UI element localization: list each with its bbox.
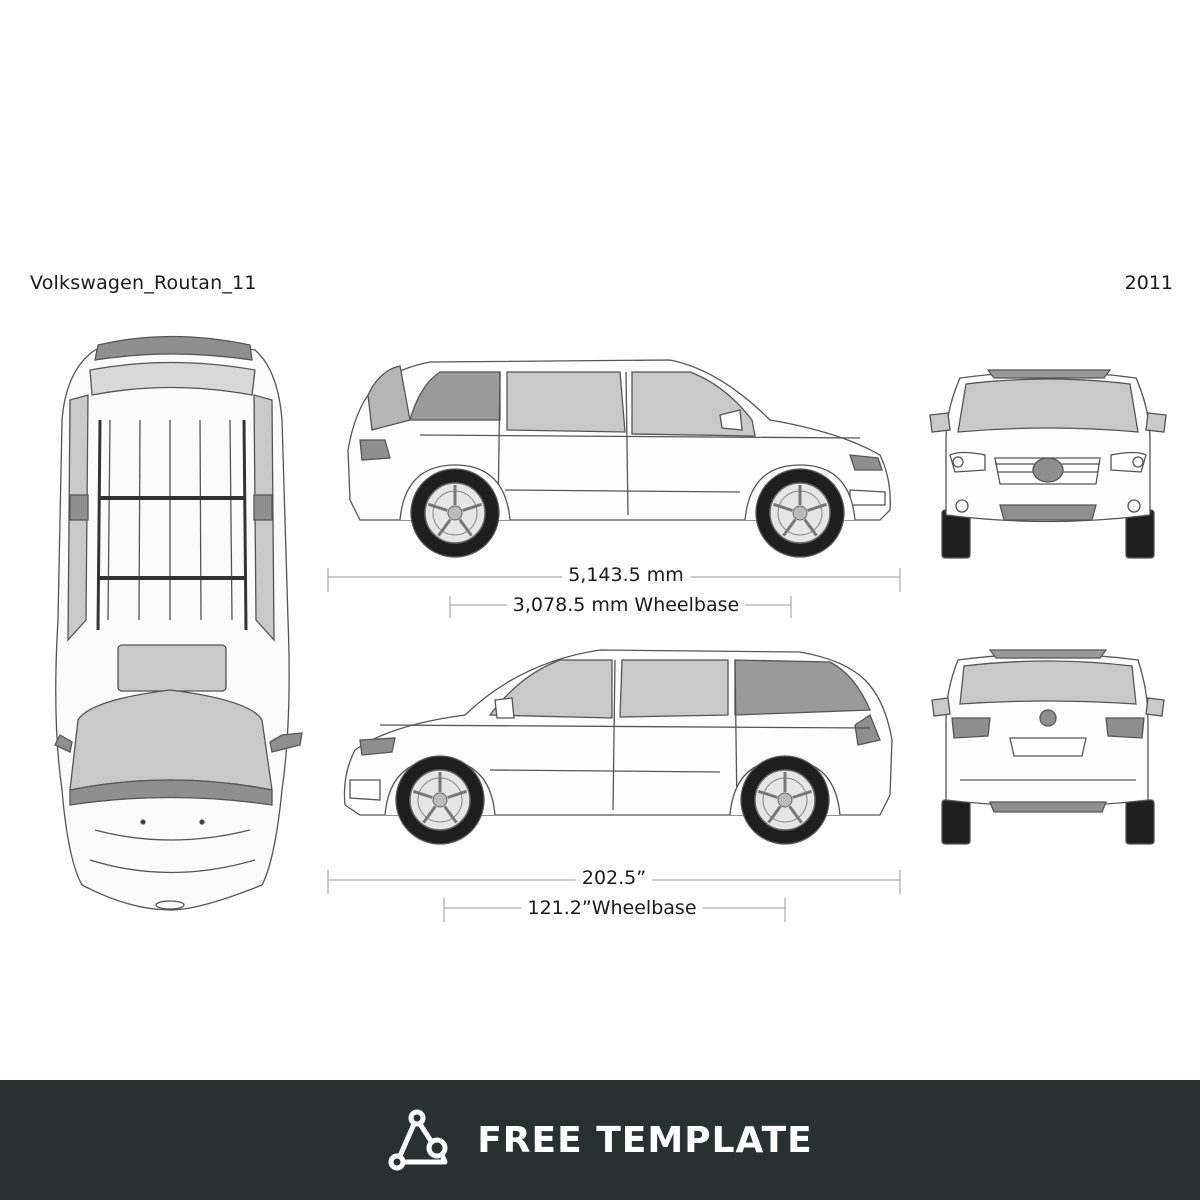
model-name: Volkswagen_Routan_11	[30, 272, 257, 294]
front-view	[929, 369, 1167, 559]
side-view-right	[347, 359, 891, 559]
footer-label: FREE TEMPLATE	[477, 1119, 813, 1161]
side-view-left	[343, 649, 893, 846]
wheelbase-metric-label: 3,078.5 mm Wheelbase	[506, 593, 746, 617]
top-view	[54, 335, 303, 911]
footer-banner: FREE TEMPLATE	[0, 1080, 1200, 1200]
wheelbase-imperial-label: 121.2”Wheelbase	[521, 896, 703, 920]
rear-view	[931, 649, 1165, 845]
length-imperial-label: 202.5”	[575, 866, 653, 890]
triangle-nodes-icon	[388, 1109, 448, 1171]
vehicle-drawing	[54, 335, 1167, 922]
model-year: 2011	[1124, 272, 1173, 294]
length-metric-label: 5,143.5 mm	[562, 563, 690, 587]
